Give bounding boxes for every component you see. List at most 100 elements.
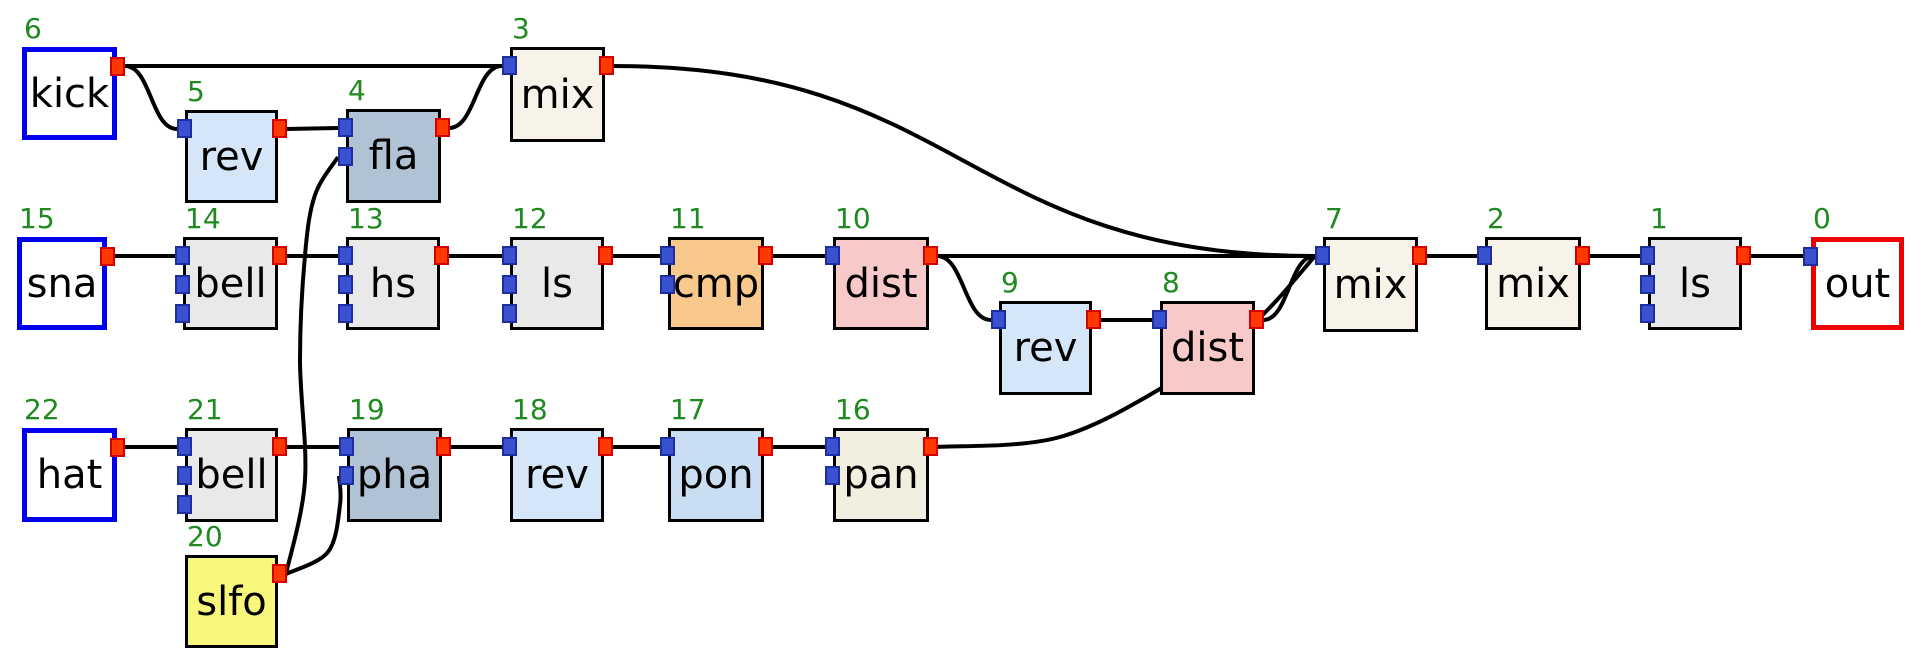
input-port-14-0[interactable] <box>174 246 190 265</box>
node-slfo-20[interactable]: slfo <box>185 555 287 648</box>
input-port-21-0[interactable] <box>176 437 192 456</box>
edge-5-to-4 <box>285 126 339 131</box>
node-label-out: out <box>1824 260 1891 307</box>
node-sna-15[interactable]: sna <box>17 237 115 330</box>
input-port-4-1[interactable] <box>337 147 353 166</box>
output-port-5-0[interactable] <box>271 119 287 138</box>
input-port-18-0[interactable] <box>501 437 517 456</box>
output-port-21-0[interactable] <box>271 437 287 456</box>
input-port-21-1[interactable] <box>176 466 192 485</box>
node-mix-7[interactable]: mix <box>1314 237 1427 332</box>
node-label-mix: mix <box>1496 260 1570 307</box>
output-port-2-0[interactable] <box>1574 246 1590 265</box>
node-number-10: 10 <box>835 202 871 235</box>
node-hs-13[interactable]: hs <box>337 237 449 330</box>
input-port-7-0[interactable] <box>1314 246 1330 265</box>
output-port-7-0[interactable] <box>1411 246 1427 265</box>
node-ls-12[interactable]: ls <box>501 237 613 330</box>
input-port-14-1[interactable] <box>174 275 190 294</box>
node-pon-17[interactable]: pon <box>659 428 773 522</box>
output-port-3-0[interactable] <box>598 56 614 75</box>
input-port-2-0[interactable] <box>1476 246 1492 265</box>
node-out-0[interactable]: out <box>1803 237 1904 330</box>
output-port-19-0[interactable] <box>435 437 451 456</box>
output-port-13-0[interactable] <box>433 246 449 265</box>
node-cmp-11[interactable]: cmp <box>659 237 773 330</box>
node-rev-9[interactable]: rev <box>990 301 1101 395</box>
output-port-6-0[interactable] <box>110 56 125 76</box>
output-port-9-0[interactable] <box>1085 310 1101 329</box>
node-number-21: 21 <box>187 393 223 426</box>
output-port-8-0[interactable] <box>1248 310 1264 329</box>
output-port-15-0[interactable] <box>100 246 115 266</box>
input-port-16-0[interactable] <box>824 437 840 456</box>
node-dist-8[interactable]: dist <box>1151 301 1264 395</box>
input-port-14-2[interactable] <box>174 304 190 323</box>
input-port-12-0[interactable] <box>501 246 517 265</box>
output-port-14-0[interactable] <box>271 246 287 265</box>
input-port-1-1[interactable] <box>1639 275 1655 294</box>
input-port-12-1[interactable] <box>501 275 517 294</box>
node-number-16: 16 <box>835 393 871 426</box>
input-port-4-0[interactable] <box>337 118 353 137</box>
node-number-1: 1 <box>1650 202 1668 235</box>
input-port-10-0[interactable] <box>824 246 840 265</box>
input-port-21-2[interactable] <box>176 495 192 514</box>
node-number-22: 22 <box>24 393 60 426</box>
node-bell-14[interactable]: bell <box>174 237 287 330</box>
node-label-kick: kick <box>29 70 110 117</box>
node-rev-18[interactable]: rev <box>501 428 613 522</box>
output-port-20-0[interactable] <box>271 564 287 583</box>
output-port-4-0[interactable] <box>434 118 450 137</box>
output-port-1-0[interactable] <box>1735 246 1751 265</box>
input-port-19-0[interactable] <box>338 437 354 456</box>
input-port-3-0[interactable] <box>501 56 517 75</box>
output-port-16-0[interactable] <box>922 437 938 456</box>
node-number-13: 13 <box>348 202 384 235</box>
node-label-dist: dist <box>1170 325 1245 371</box>
node-fla-4[interactable]: fla <box>337 109 450 203</box>
node-number-18: 18 <box>512 393 548 426</box>
input-port-16-1[interactable] <box>824 466 840 485</box>
node-label-ls: ls <box>541 260 573 307</box>
node-rev-5[interactable]: rev <box>176 110 287 203</box>
node-number-2: 2 <box>1487 202 1505 235</box>
input-port-11-1[interactable] <box>659 275 675 294</box>
node-kick-6[interactable]: kick <box>22 47 125 140</box>
node-number-0: 0 <box>1813 202 1831 235</box>
node-label-mix: mix <box>520 71 595 118</box>
node-pan-16[interactable]: pan <box>824 428 938 522</box>
input-port-1-0[interactable] <box>1639 246 1655 265</box>
node-bell-21[interactable]: bell <box>176 428 287 522</box>
input-port-12-2[interactable] <box>501 304 517 323</box>
input-port-13-0[interactable] <box>337 246 353 265</box>
input-port-9-0[interactable] <box>990 310 1006 329</box>
output-port-22-0[interactable] <box>110 437 125 457</box>
node-dist-10[interactable]: dist <box>824 237 938 330</box>
output-port-18-0[interactable] <box>597 437 613 456</box>
input-port-0-0[interactable] <box>1803 246 1818 266</box>
input-port-13-2[interactable] <box>337 304 353 323</box>
input-port-1-2[interactable] <box>1639 304 1655 323</box>
node-mix-2[interactable]: mix <box>1476 237 1590 330</box>
node-mix-3[interactable]: mix <box>501 47 614 142</box>
input-port-11-0[interactable] <box>659 246 675 265</box>
input-port-17-0[interactable] <box>659 437 675 456</box>
input-port-13-1[interactable] <box>337 275 353 294</box>
node-label-pon: pon <box>678 452 754 498</box>
node-pha-19[interactable]: pha <box>338 428 451 522</box>
input-port-19-1[interactable] <box>338 466 354 485</box>
node-hat-22[interactable]: hat <box>22 428 125 522</box>
edge-6-to-5 <box>124 64 178 131</box>
node-ls-1[interactable]: ls <box>1639 237 1751 330</box>
node-label-hs: hs <box>369 260 417 307</box>
output-port-10-0[interactable] <box>922 246 938 265</box>
output-port-17-0[interactable] <box>757 437 773 456</box>
output-port-12-0[interactable] <box>597 246 613 265</box>
node-label-dist: dist <box>844 260 918 307</box>
node-label-pan: pan <box>843 452 919 498</box>
output-port-11-0[interactable] <box>757 246 773 265</box>
input-port-5-0[interactable] <box>176 119 192 138</box>
input-port-8-0[interactable] <box>1151 310 1167 329</box>
node-number-9: 9 <box>1001 266 1019 299</box>
